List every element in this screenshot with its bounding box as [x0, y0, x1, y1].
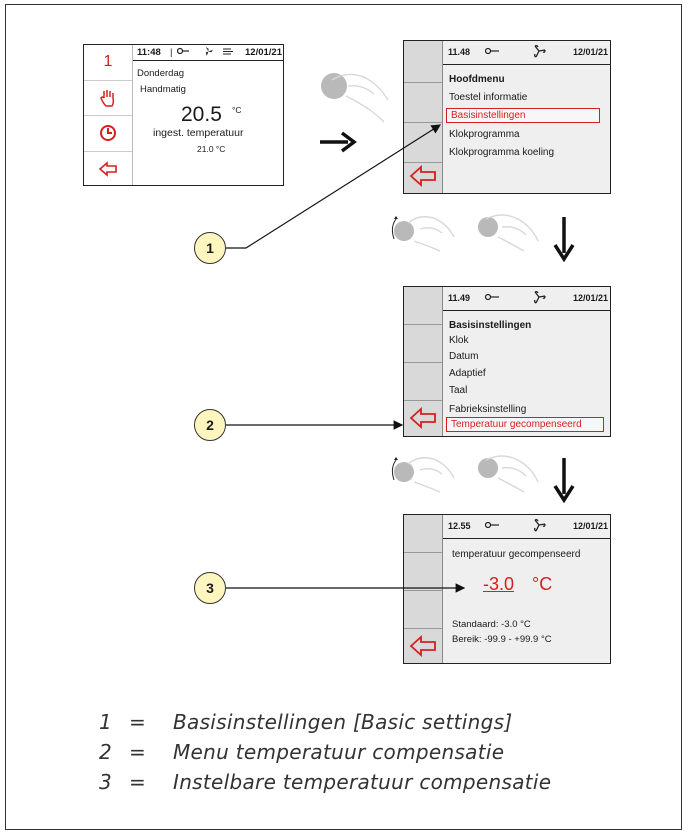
back-arrow-icon[interactable]	[409, 165, 437, 187]
basic-settings-screen: 11.49 12/01/21 Basisinstellingen Klok Da…	[403, 286, 611, 437]
zone-number[interactable]: 1	[84, 45, 132, 81]
menu-item[interactable]: Klokprogramma koeling	[449, 147, 555, 158]
key-icon	[484, 47, 499, 57]
heat-icon	[223, 47, 235, 58]
key-icon	[484, 293, 499, 303]
fan-icon	[532, 44, 546, 60]
clock-time: 12.55	[448, 521, 471, 531]
main-menu-screen: 11.48 12/01/21 Hoofdmenu Toestel informa…	[403, 40, 611, 194]
callout-3: 3	[194, 572, 226, 604]
menu-item[interactable]: Fabrieksinstelling	[449, 404, 527, 415]
clock-icon[interactable]	[84, 116, 132, 152]
date: 12/01/21	[573, 521, 609, 531]
legend-row: 1=Basisinstellingen [Basic settings]	[99, 710, 513, 734]
menu-item-selected[interactable]: Temperatuur gecompenseerd	[446, 417, 604, 432]
setting-title: temperatuur gecompenseerd	[452, 549, 581, 560]
day-label: Donderdag	[137, 68, 185, 79]
knob-rotate-icon	[391, 457, 455, 493]
flow-arrow-right	[320, 131, 357, 153]
callout-1: 1	[194, 232, 226, 264]
menu-title: Hoofdmenu	[449, 74, 505, 85]
menu-title: Basisinstellingen	[449, 320, 532, 331]
legend-row: 3=Instelbare temperatuur compensatie	[99, 770, 552, 794]
knob-press-icon	[478, 214, 539, 252]
flow-arrow-down	[553, 217, 575, 263]
legend-text: Menu temperatuur compensatie	[173, 740, 505, 764]
flow-arrow-down	[553, 458, 575, 504]
legend-text: Instelbare temperatuur compensatie	[173, 770, 552, 794]
setting-unit: °C	[532, 574, 553, 594]
menu-item[interactable]: Klok	[449, 335, 469, 346]
clock-time: 11.49	[448, 293, 471, 303]
menu-item[interactable]: Adaptief	[449, 368, 486, 379]
date: 12/01/21	[245, 47, 282, 58]
menu-item-selected[interactable]: Basisinstellingen	[446, 108, 600, 123]
setting-value[interactable]: -3.0	[483, 574, 515, 594]
home-sidebar: 1	[84, 45, 133, 185]
clock-time: 11:48	[137, 47, 161, 58]
knob-press-icon	[321, 73, 389, 123]
legend-row: 2=Menu temperatuur compensatie	[99, 740, 505, 764]
date: 12/01/21	[573, 47, 609, 57]
temperature-compensation-screen: 12.55 12/01/21 temperatuur gecompenseerd…	[403, 514, 611, 664]
setpoint-label: 21.0 °C	[197, 144, 226, 154]
menu-item[interactable]: Datum	[449, 351, 479, 362]
knob-rotate-icon	[391, 216, 455, 252]
mode-label: Handmatig	[140, 84, 186, 95]
key-icon	[484, 521, 499, 531]
temperature-label: ingest. temperatuur	[153, 127, 244, 139]
back-arrow-icon[interactable]	[409, 635, 437, 657]
default-value: Standaard: -3.0 °C	[452, 619, 531, 630]
menu-item[interactable]: Taal	[449, 385, 468, 396]
fan-icon	[532, 290, 546, 306]
leader-1	[226, 124, 442, 249]
temperature-unit: °C	[232, 105, 242, 115]
back-arrow-icon[interactable]	[84, 152, 132, 187]
key-icon	[176, 47, 189, 58]
fan-icon	[532, 518, 546, 534]
menu-item[interactable]: Toestel informatie	[449, 92, 528, 103]
diagram-frame	[5, 4, 682, 830]
fan-icon	[204, 46, 213, 59]
date: 12/01/21	[573, 293, 609, 303]
clock-time: 11.48	[448, 47, 471, 57]
home-screen: 1 11:48 | 12/01/21 Donderda	[83, 44, 284, 186]
hand-icon[interactable]	[84, 81, 132, 116]
back-arrow-icon[interactable]	[409, 407, 437, 429]
knob-press-icon	[478, 455, 539, 493]
menu-item[interactable]: Klokprogramma	[449, 129, 520, 140]
legend-text: Basisinstellingen [Basic settings]	[173, 710, 513, 734]
range-value: Bereik: -99.9 - +99.9 °C	[452, 634, 552, 645]
status-bar: 11:48 | 12/01/21	[133, 45, 283, 61]
temperature-value: 20.5	[181, 103, 222, 126]
callout-2: 2	[194, 409, 226, 441]
